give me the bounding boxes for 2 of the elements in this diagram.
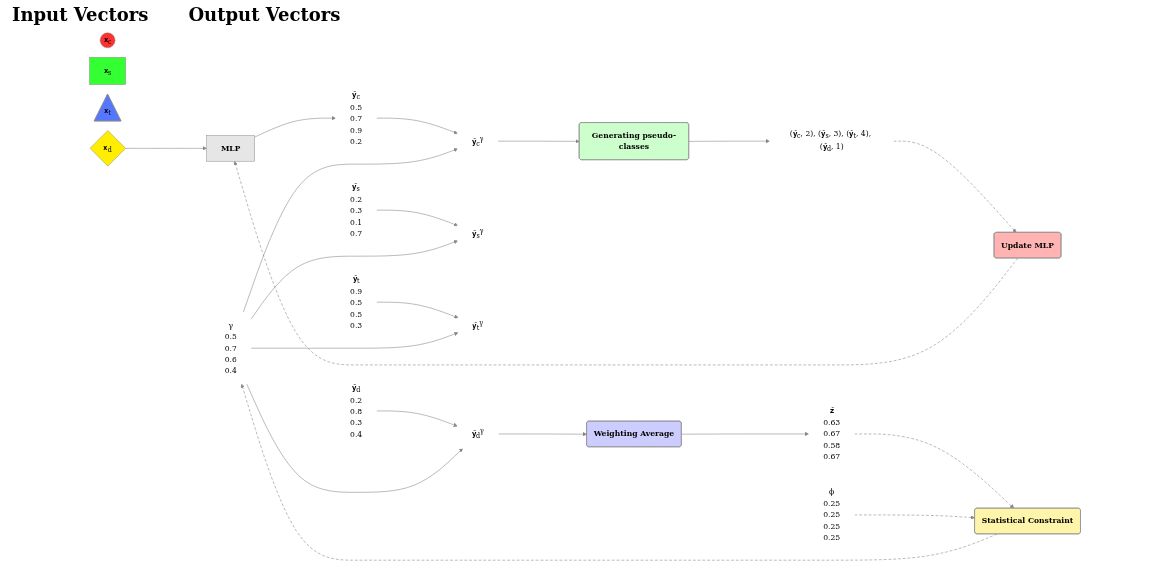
section-heading: Output Vectors [188, 4, 341, 25]
section-heading: Input Vectors [12, 4, 149, 25]
